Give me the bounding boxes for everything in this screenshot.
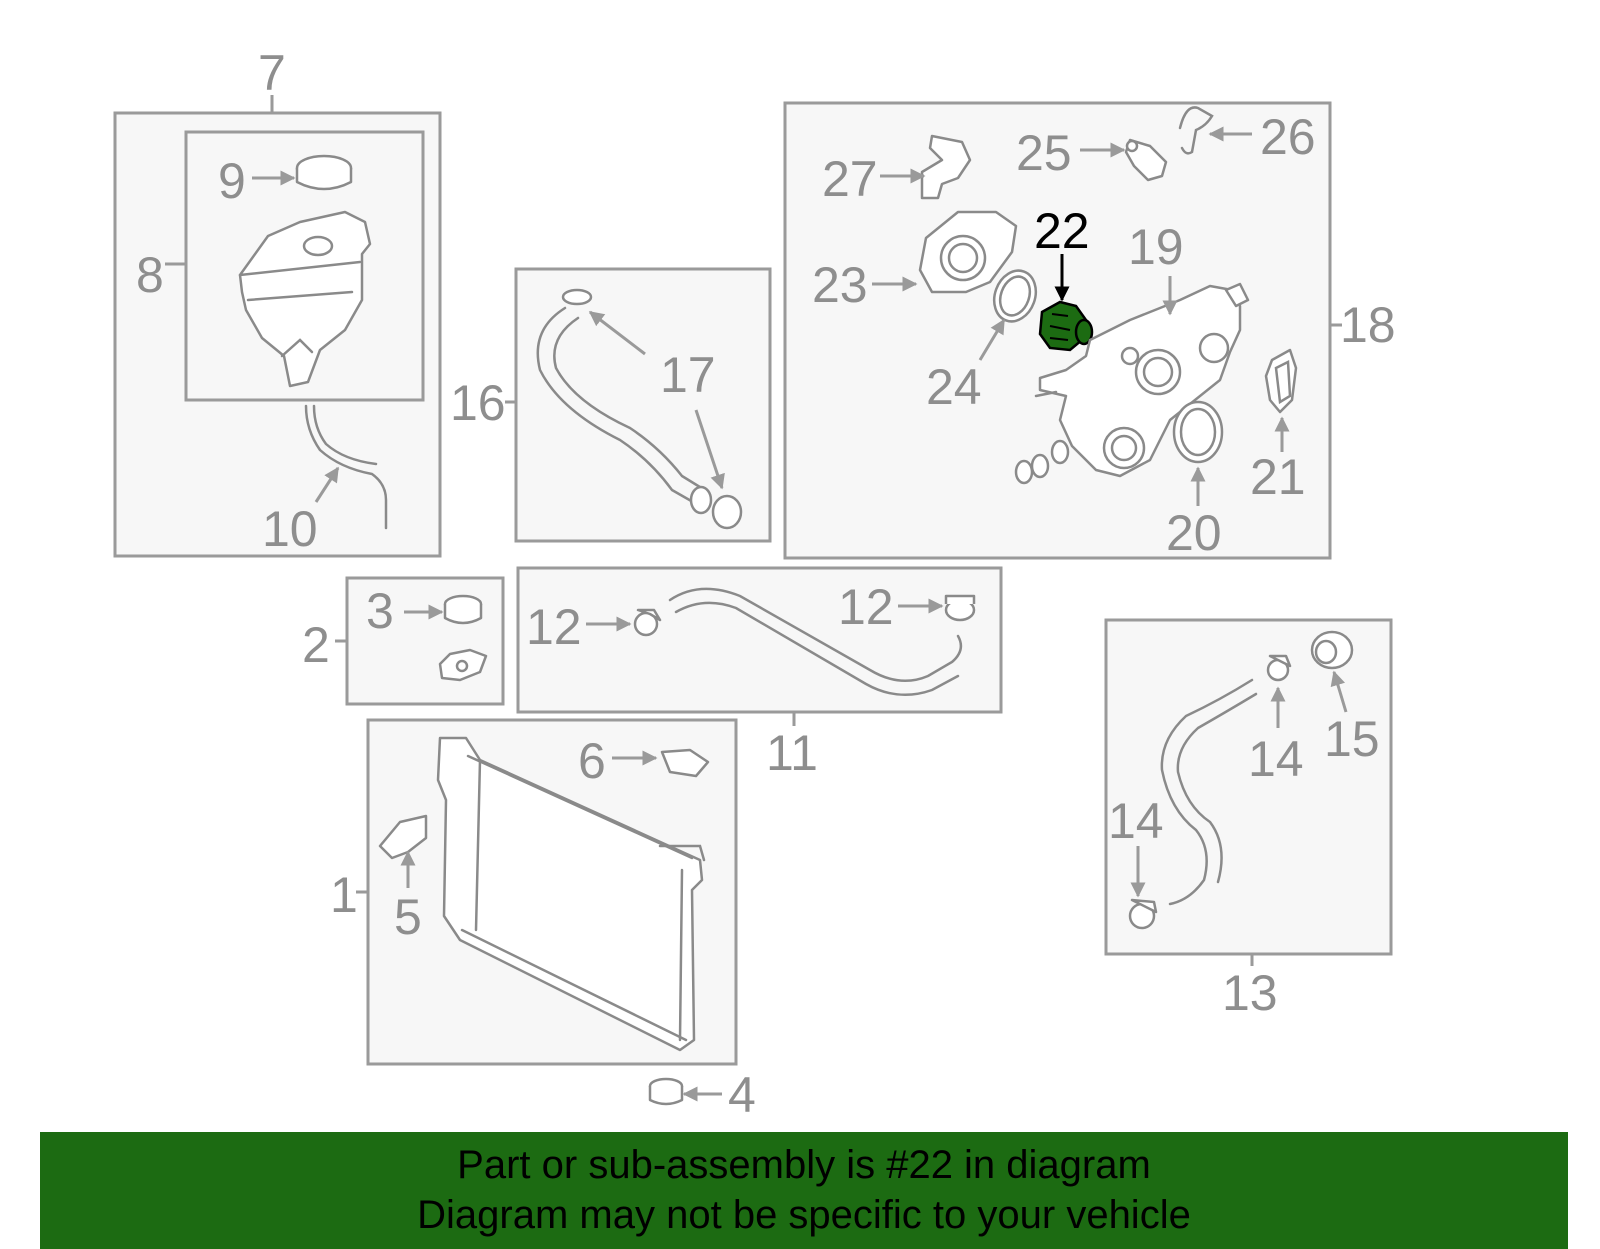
lower-insulator-icon [648, 1077, 684, 1106]
housing-gasket-icon [1264, 348, 1298, 414]
callout-2: 2 [302, 617, 330, 673]
radiator-bracket-icon [378, 814, 428, 860]
callout-18: 18 [1340, 297, 1396, 353]
callout-24: 24 [926, 359, 982, 415]
group-18-thermostat-box [783, 101, 1342, 560]
heater-hose-icon [1160, 678, 1258, 906]
callout-1: 1 [330, 867, 358, 923]
lower-hose-icon [668, 587, 963, 696]
callout-23: 23 [812, 257, 868, 313]
bracket-icon [920, 134, 972, 200]
callout-11: 11 [766, 725, 818, 781]
callout-labels: 7 8 9 10 16 17 27 25 26 22 19 23 18 24 2… [136, 45, 1396, 1123]
callout-13: 13 [1222, 965, 1278, 1021]
hose-clamp-right-icon [944, 594, 976, 622]
small-o-rings-icon [1014, 439, 1070, 485]
hose-clamp-left-icon [633, 608, 662, 637]
temp-sensor-icon [1124, 138, 1168, 182]
callout-6: 6 [578, 733, 606, 789]
callout-14-top: 14 [1248, 731, 1304, 787]
callout-12-left: 12 [526, 599, 582, 655]
thermostat-highlight-icon [1038, 300, 1094, 352]
callout-5: 5 [394, 889, 422, 945]
callout-16: 16 [450, 375, 506, 431]
callout-19: 19 [1128, 219, 1184, 275]
callout-25: 25 [1016, 125, 1072, 181]
upper-hose-icon [536, 288, 743, 530]
group-16-hose-box [505, 267, 772, 543]
group-1-radiator-box [356, 718, 738, 1066]
callout-17: 17 [660, 347, 716, 403]
mount-bracket-icon [438, 648, 488, 682]
callout-15: 15 [1324, 711, 1380, 767]
callout-26: 26 [1260, 109, 1316, 165]
callout-4: 4 [728, 1067, 756, 1123]
gasket-ring-icon [992, 269, 1038, 323]
callout-9: 9 [218, 153, 246, 209]
radiator-icon [436, 736, 706, 1052]
heater-connector-icon [1310, 630, 1354, 670]
thermostat-housing-icon [1034, 282, 1250, 478]
coolant-reservoir-icon [238, 210, 372, 388]
banner-line-1: Part or sub-assembly is #22 in diagram [457, 1143, 1151, 1187]
heater-clamp-bottom-icon [1128, 898, 1158, 930]
callout-8: 8 [136, 247, 164, 303]
retaining-clip-icon [1178, 106, 1214, 155]
callout-3: 3 [366, 583, 394, 639]
reservoir-hose-icon [304, 404, 388, 530]
info-banner: Part or sub-assembly is #22 in diagram D… [40, 1132, 1568, 1249]
group-7-reservoir-box [113, 95, 442, 558]
heater-clamp-top-icon [1266, 654, 1292, 682]
group-13-heater-hose-box [1104, 618, 1393, 966]
group-11-lower-hose-box [516, 566, 1003, 726]
radiator-cushion-icon [660, 748, 710, 778]
callout-22: 22 [1034, 203, 1090, 259]
banner-line-2: Diagram may not be specific to your vehi… [417, 1193, 1191, 1237]
group-2-mount-box [335, 576, 505, 706]
thermostat-cover-icon [918, 210, 1018, 294]
callout-20: 20 [1166, 505, 1222, 561]
callout-10: 10 [262, 501, 318, 557]
mount-bushing-icon [443, 594, 483, 625]
callout-21: 21 [1250, 449, 1306, 505]
housing-o-ring-icon [1172, 400, 1224, 464]
callout-7: 7 [258, 45, 286, 101]
callout-12-right: 12 [838, 579, 894, 635]
reservoir-cap-icon [295, 154, 353, 191]
callout-27: 27 [822, 151, 878, 207]
callout-14-bottom: 14 [1108, 793, 1164, 849]
